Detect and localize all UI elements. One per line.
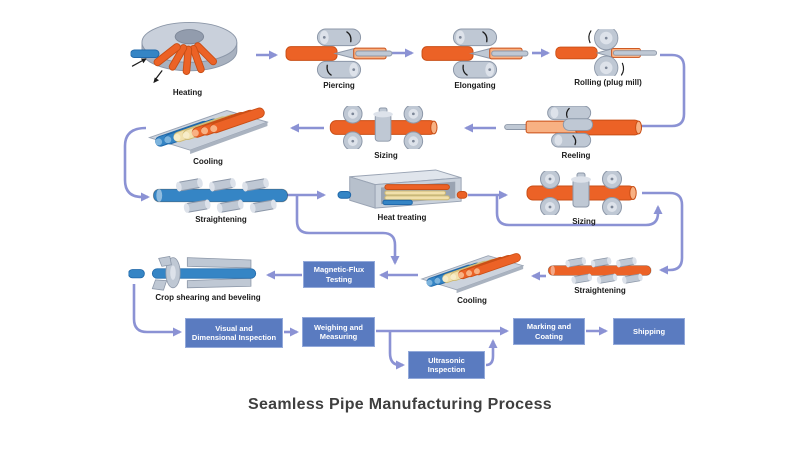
step-heat-treating: Heat treating bbox=[336, 168, 468, 223]
step-elongating: Elongating bbox=[420, 28, 530, 91]
crop-shearing-illustration bbox=[128, 256, 288, 291]
step-label-sizing-2: Sizing bbox=[572, 217, 596, 226]
flow-weighing-ultrasonic-branch bbox=[388, 331, 405, 370]
step-sizing-2: Sizing bbox=[520, 171, 648, 227]
rolling-illustration bbox=[554, 29, 662, 76]
box-weighing-measuring: Weighing and Measuring bbox=[302, 317, 375, 347]
step-rolling: Rolling (plug mill) bbox=[554, 29, 662, 88]
step-straightening-2: Straightening bbox=[546, 257, 654, 296]
step-label-straightening-2: Straightening bbox=[574, 286, 626, 295]
step-label-piercing: Piercing bbox=[323, 81, 355, 90]
step-label-heating: Heating bbox=[172, 88, 203, 97]
sizing-1-illustration bbox=[326, 106, 446, 149]
piercing-illustration bbox=[284, 28, 394, 79]
step-label-straightening-1: Straightening bbox=[195, 215, 247, 224]
step-label-elongating: Elongating bbox=[454, 81, 496, 90]
heat-treating-illustration bbox=[336, 168, 468, 211]
step-label-reeling: Reeling bbox=[561, 151, 591, 160]
box-marking-coating: Marking and Coating bbox=[513, 318, 585, 345]
step-straightening-1: Straightening bbox=[150, 178, 292, 225]
heating-illustration bbox=[130, 12, 245, 86]
step-label-heat-treating: Heat treating bbox=[377, 213, 427, 222]
step-heating: Heating bbox=[130, 12, 245, 98]
step-label-rolling: Rolling (plug mill) bbox=[574, 78, 642, 87]
step-cooling-2: Cooling bbox=[420, 244, 524, 306]
cooling-2-illustration bbox=[420, 244, 524, 294]
box-magnetic-flux-testing: Magnetic-Flux Testing bbox=[303, 261, 375, 288]
diagram-title: Seamless Pipe Manufacturing Process bbox=[248, 396, 552, 413]
step-label-crop-shearing: Crop shearing and beveling bbox=[155, 293, 261, 302]
box-ultrasonic-inspection: Ultrasonic Inspection bbox=[408, 351, 485, 379]
step-sizing-1: Sizing bbox=[326, 106, 446, 161]
elongating-illustration bbox=[420, 28, 530, 79]
step-label-sizing-1: Sizing bbox=[374, 151, 398, 160]
step-cooling-1: Cooling bbox=[147, 97, 269, 167]
flow-ultrasonic-merge bbox=[485, 339, 498, 367]
flow-cooling1-straightening1 bbox=[123, 126, 150, 202]
reeling-illustration bbox=[502, 106, 650, 149]
step-reeling: Reeling bbox=[502, 106, 650, 161]
step-crop-shearing: Crop shearing and beveling bbox=[128, 256, 288, 303]
step-piercing: Piercing bbox=[284, 28, 394, 91]
step-label-cooling-2: Cooling bbox=[457, 296, 487, 305]
step-label-cooling-1: Cooling bbox=[193, 157, 223, 166]
sizing-2-illustration bbox=[520, 171, 648, 215]
box-visual-dimensional-inspection: Visual and Dimensional Inspection bbox=[185, 318, 283, 348]
straightening-2-illustration bbox=[546, 257, 654, 284]
cooling-1-illustration bbox=[147, 97, 269, 155]
box-shipping: Shipping bbox=[613, 318, 685, 345]
straightening-1-illustration bbox=[150, 178, 292, 213]
